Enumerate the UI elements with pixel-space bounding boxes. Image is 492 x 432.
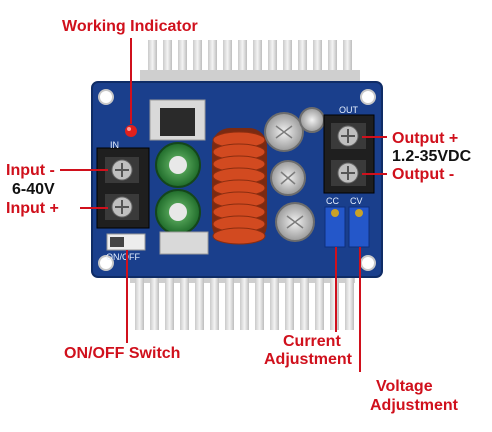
callout-input-plus: Input +	[6, 200, 59, 217]
leader-output-plus	[362, 136, 387, 138]
leader-working-indicator	[130, 38, 132, 124]
output-terminal-block	[323, 114, 375, 194]
pcb-label-cv: CV	[350, 196, 363, 206]
pcb-label-onoff: ON/OFF	[106, 252, 140, 262]
input-capacitors	[155, 142, 201, 235]
callout-input-minus: Input -	[6, 162, 55, 179]
input-voltage-range: 6-40V	[12, 181, 55, 198]
callout-working-indicator: Working Indicator	[62, 18, 198, 35]
callout-voltage-adj-line1: Voltage	[376, 378, 433, 395]
leader-output-minus	[362, 173, 387, 175]
callout-onoff-switch: ON/OFF Switch	[64, 345, 181, 362]
onoff-switch	[106, 233, 146, 251]
pcb-label-cc: CC	[326, 196, 339, 206]
output-capacitors	[264, 107, 325, 242]
working-indicator-led	[125, 125, 137, 137]
input-terminal-block	[96, 147, 150, 229]
inductor-coil	[212, 128, 267, 245]
output-voltage-range: 1.2-35VDC	[392, 148, 472, 165]
secondary-ic	[159, 231, 209, 255]
leader-input-plus	[80, 207, 108, 209]
callout-output-minus: Output -	[392, 166, 455, 183]
callout-voltage-adj-line2: Adjustment	[370, 397, 458, 414]
pcb-label-out: OUT	[339, 105, 358, 115]
callout-current-adj-line1: Current	[283, 333, 341, 350]
leader-current	[335, 247, 337, 332]
callout-current-adj-line2: Adjustment	[264, 351, 352, 368]
leader-onoff	[126, 250, 128, 343]
callout-output-plus: Output +	[392, 130, 459, 147]
leader-voltage	[359, 247, 361, 372]
pcb-label-in: IN	[110, 140, 119, 150]
regulator-chip	[149, 99, 206, 141]
leader-input-minus	[60, 169, 108, 171]
